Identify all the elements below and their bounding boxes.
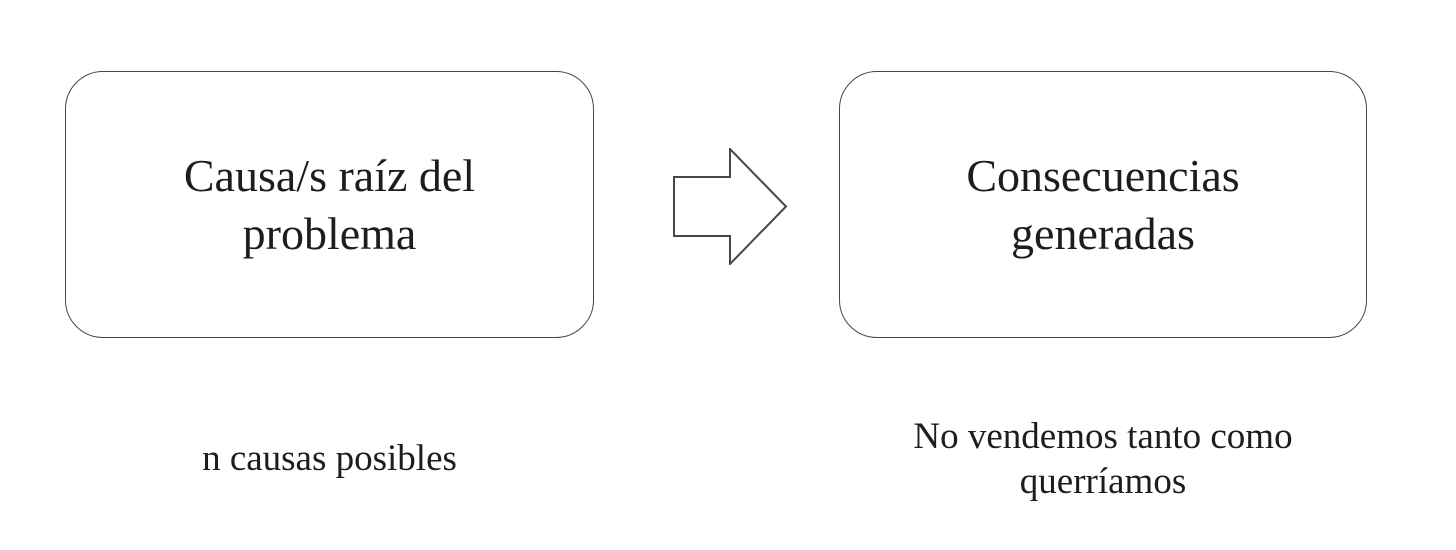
consequence-box-label: Consecuencias generadas bbox=[966, 150, 1240, 259]
cause-caption: n causas posibles bbox=[202, 438, 457, 479]
consequence-caption: No vendemos tanto como querríamos bbox=[913, 416, 1293, 503]
consequence-box: Consecuencias generadas bbox=[839, 71, 1367, 338]
cause-box-label: Causa/s raíz del problema bbox=[183, 150, 476, 259]
block-arrow-right-icon bbox=[673, 148, 788, 265]
cause-box: Causa/s raíz del problema bbox=[65, 71, 594, 338]
